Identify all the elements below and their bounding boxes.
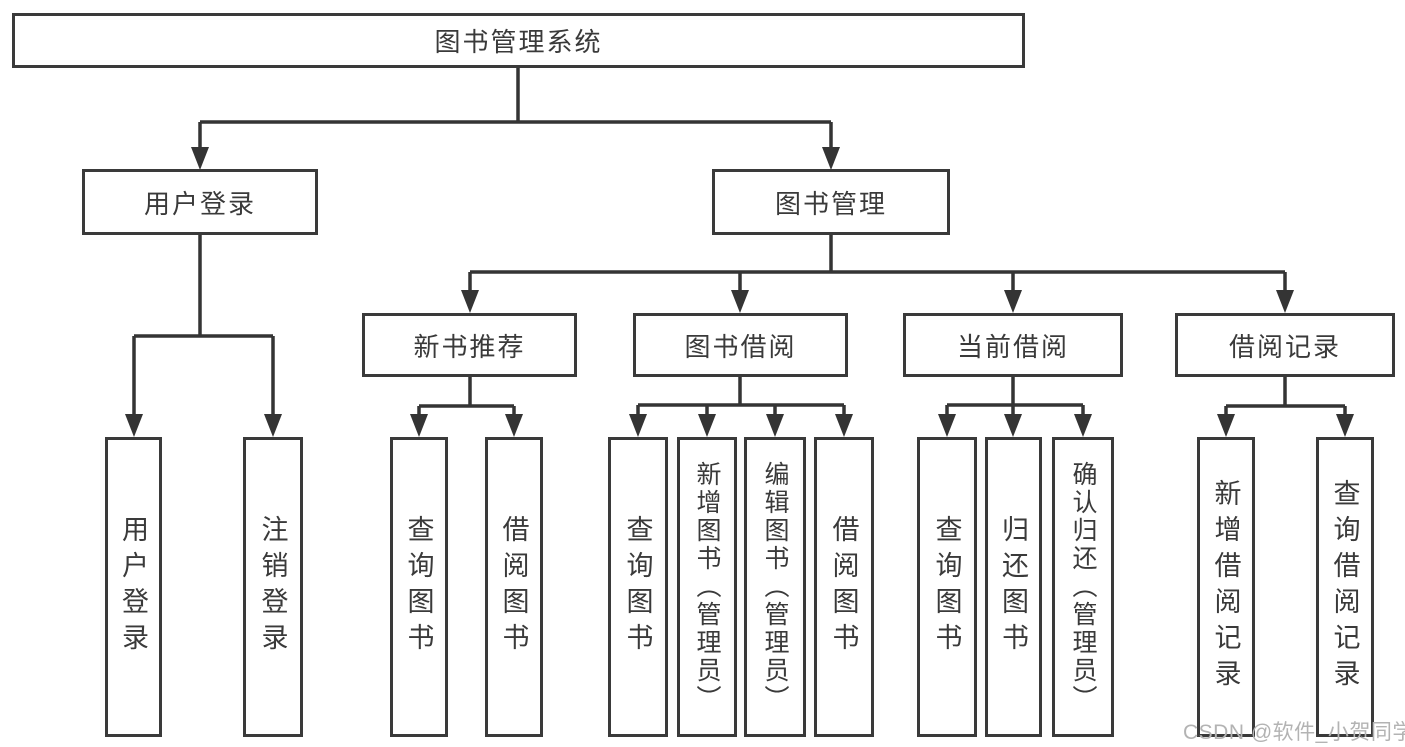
arrowhead bbox=[1276, 290, 1294, 313]
leaf-logout: 注销登录 bbox=[243, 437, 303, 737]
arrowhead bbox=[629, 414, 647, 437]
arrowhead bbox=[191, 147, 209, 170]
connector-user-login-to-leaves bbox=[132, 235, 275, 416]
connector-book-management-to-level3 bbox=[468, 235, 1287, 291]
arrowhead bbox=[835, 414, 853, 437]
arrowhead bbox=[410, 414, 428, 437]
node-new-book-recommend: 新书推荐 bbox=[362, 313, 577, 377]
leaf-add-borrow-record: 新增借阅记录 bbox=[1197, 437, 1255, 737]
leaf-add-book-admin: 新增图书（管理员） bbox=[677, 437, 737, 737]
arrowheads bbox=[125, 147, 1354, 437]
arrowhead bbox=[125, 414, 143, 437]
leaf-borrow-books: 借阅图书 bbox=[814, 437, 874, 737]
arrowhead bbox=[505, 414, 523, 437]
leaf-borrow-books-recommend: 借阅图书 bbox=[485, 437, 543, 737]
arrowhead bbox=[822, 147, 840, 170]
node-book-borrow: 图书借阅 bbox=[633, 313, 848, 377]
node-user-login: 用户登录 bbox=[82, 169, 318, 235]
leaf-query-books-current: 查询图书 bbox=[917, 437, 977, 737]
node-library-management-system: 图书管理系统 bbox=[12, 13, 1025, 68]
arrowhead bbox=[1336, 414, 1354, 437]
node-current-borrow: 当前借阅 bbox=[903, 313, 1123, 377]
leaf-user-login: 用户登录 bbox=[105, 437, 162, 737]
connector-root-to-level2 bbox=[198, 68, 833, 148]
csdn-watermark: CSDN @软件_小贺同学 bbox=[1183, 721, 1405, 744]
arrowhead bbox=[1004, 290, 1022, 313]
connector-current-borrow-to-leaves bbox=[945, 377, 1085, 416]
arrowhead bbox=[766, 414, 784, 437]
arrowhead bbox=[938, 414, 956, 437]
leaf-edit-book-admin: 编辑图书（管理员） bbox=[744, 437, 806, 737]
leaf-query-books-borrow: 查询图书 bbox=[608, 437, 668, 737]
connector-borrow-records-to-leaves bbox=[1224, 377, 1347, 416]
arrowhead bbox=[264, 414, 282, 437]
arrowhead bbox=[1074, 414, 1092, 437]
leaf-query-borrow-record: 查询借阅记录 bbox=[1316, 437, 1374, 737]
arrowhead bbox=[698, 414, 716, 437]
arrowhead bbox=[461, 290, 479, 313]
arrowhead bbox=[1004, 414, 1022, 437]
node-book-management: 图书管理 bbox=[712, 169, 950, 235]
arrowhead bbox=[731, 290, 749, 313]
leaf-query-books-recommend: 查询图书 bbox=[390, 437, 448, 737]
node-borrow-records: 借阅记录 bbox=[1175, 313, 1395, 377]
leaf-confirm-return-admin: 确认归还（管理员） bbox=[1052, 437, 1114, 737]
arrowhead bbox=[1217, 414, 1235, 437]
leaf-return-books: 归还图书 bbox=[985, 437, 1042, 737]
connector-book-borrow-to-leaves bbox=[636, 377, 846, 416]
connector-new-book-recommend-to-leaves bbox=[417, 377, 516, 416]
